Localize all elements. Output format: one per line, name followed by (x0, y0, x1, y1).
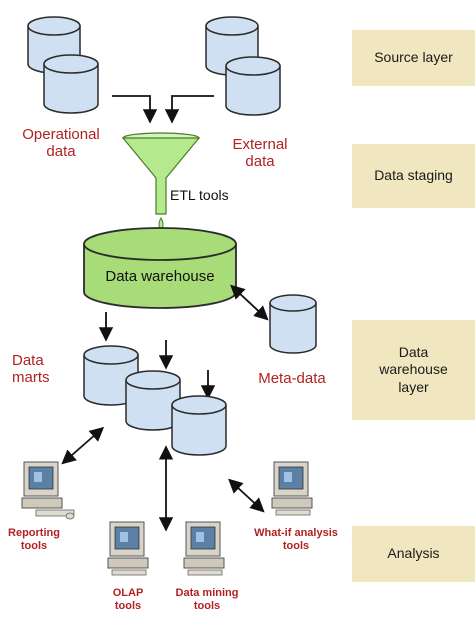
data-mining-tools-label: Data mining tools (170, 587, 244, 612)
data-mining-line2: tools (193, 599, 221, 612)
olap-line1: OLAP (112, 587, 144, 599)
external-label-line1: External (232, 136, 288, 153)
data-mart-2-icon (125, 370, 181, 431)
external-db-back-icon (205, 16, 259, 76)
whatif-computer-icon (271, 461, 313, 516)
warehouse-layer-line1: Data (398, 343, 429, 360)
analysis-box: Analysis (352, 526, 475, 582)
external-label-line2: data (245, 153, 275, 171)
mart-reporting-arrow (61, 426, 105, 465)
data-marts-label: Data marts (12, 352, 70, 387)
olap-tools-label: OLAP tools (102, 587, 154, 612)
funnel-icon (121, 132, 201, 231)
data-mart-1-icon (83, 345, 139, 406)
external-db-front-icon (225, 56, 281, 116)
warehouse-layer-line3: layer (398, 378, 429, 395)
meta-data-label: Meta-data (258, 370, 326, 387)
data-staging-box: Data staging (352, 144, 475, 208)
mart-whatif-arrow (228, 478, 265, 513)
external-to-etl-arrow (164, 95, 214, 124)
source-layer-box: Source layer (352, 30, 475, 86)
data-mart-3-icon (171, 395, 227, 456)
data-marts-line1: Data (12, 352, 44, 369)
etl-tools-label: ETL tools (170, 187, 229, 203)
data-mining-computer-icon (183, 521, 225, 576)
whatif-line2: tools (282, 539, 310, 552)
data-mining-line1: Data mining (175, 587, 239, 599)
operational-label-line1: Operational (22, 126, 100, 143)
operational-to-etl-arrow (112, 95, 158, 124)
data-warehouse-cylinder-icon (83, 227, 237, 309)
reporting-line2: tools (20, 539, 48, 552)
warehouse-metadata-arrow (230, 284, 269, 321)
data-staging-label: Data staging (374, 167, 453, 184)
reporting-computer-icon (21, 461, 75, 520)
whatif-line1: What-if analysis (254, 527, 338, 539)
data-marts-line2: marts (12, 369, 50, 387)
source-layer-label: Source layer (374, 49, 453, 66)
olap-computer-icon (107, 521, 149, 576)
operational-label-line2: data (46, 143, 76, 161)
whatif-tools-label: What-if analysis tools (244, 527, 348, 552)
operational-data-label: Operational data (6, 126, 116, 161)
reporting-tools-label: Reporting tools (2, 527, 66, 552)
metadata-db-icon (269, 294, 317, 354)
data-warehouse-label: Data warehouse (105, 268, 215, 285)
olap-line2: tools (114, 599, 142, 612)
warehouse-layer-line2: warehouse (379, 361, 448, 378)
external-data-label: External data (222, 136, 298, 171)
warehouse-layer-box: Data warehouse layer (352, 320, 475, 420)
analysis-label: Analysis (387, 545, 440, 562)
reporting-line1: Reporting (8, 527, 60, 539)
operational-db-front-icon (43, 54, 99, 114)
